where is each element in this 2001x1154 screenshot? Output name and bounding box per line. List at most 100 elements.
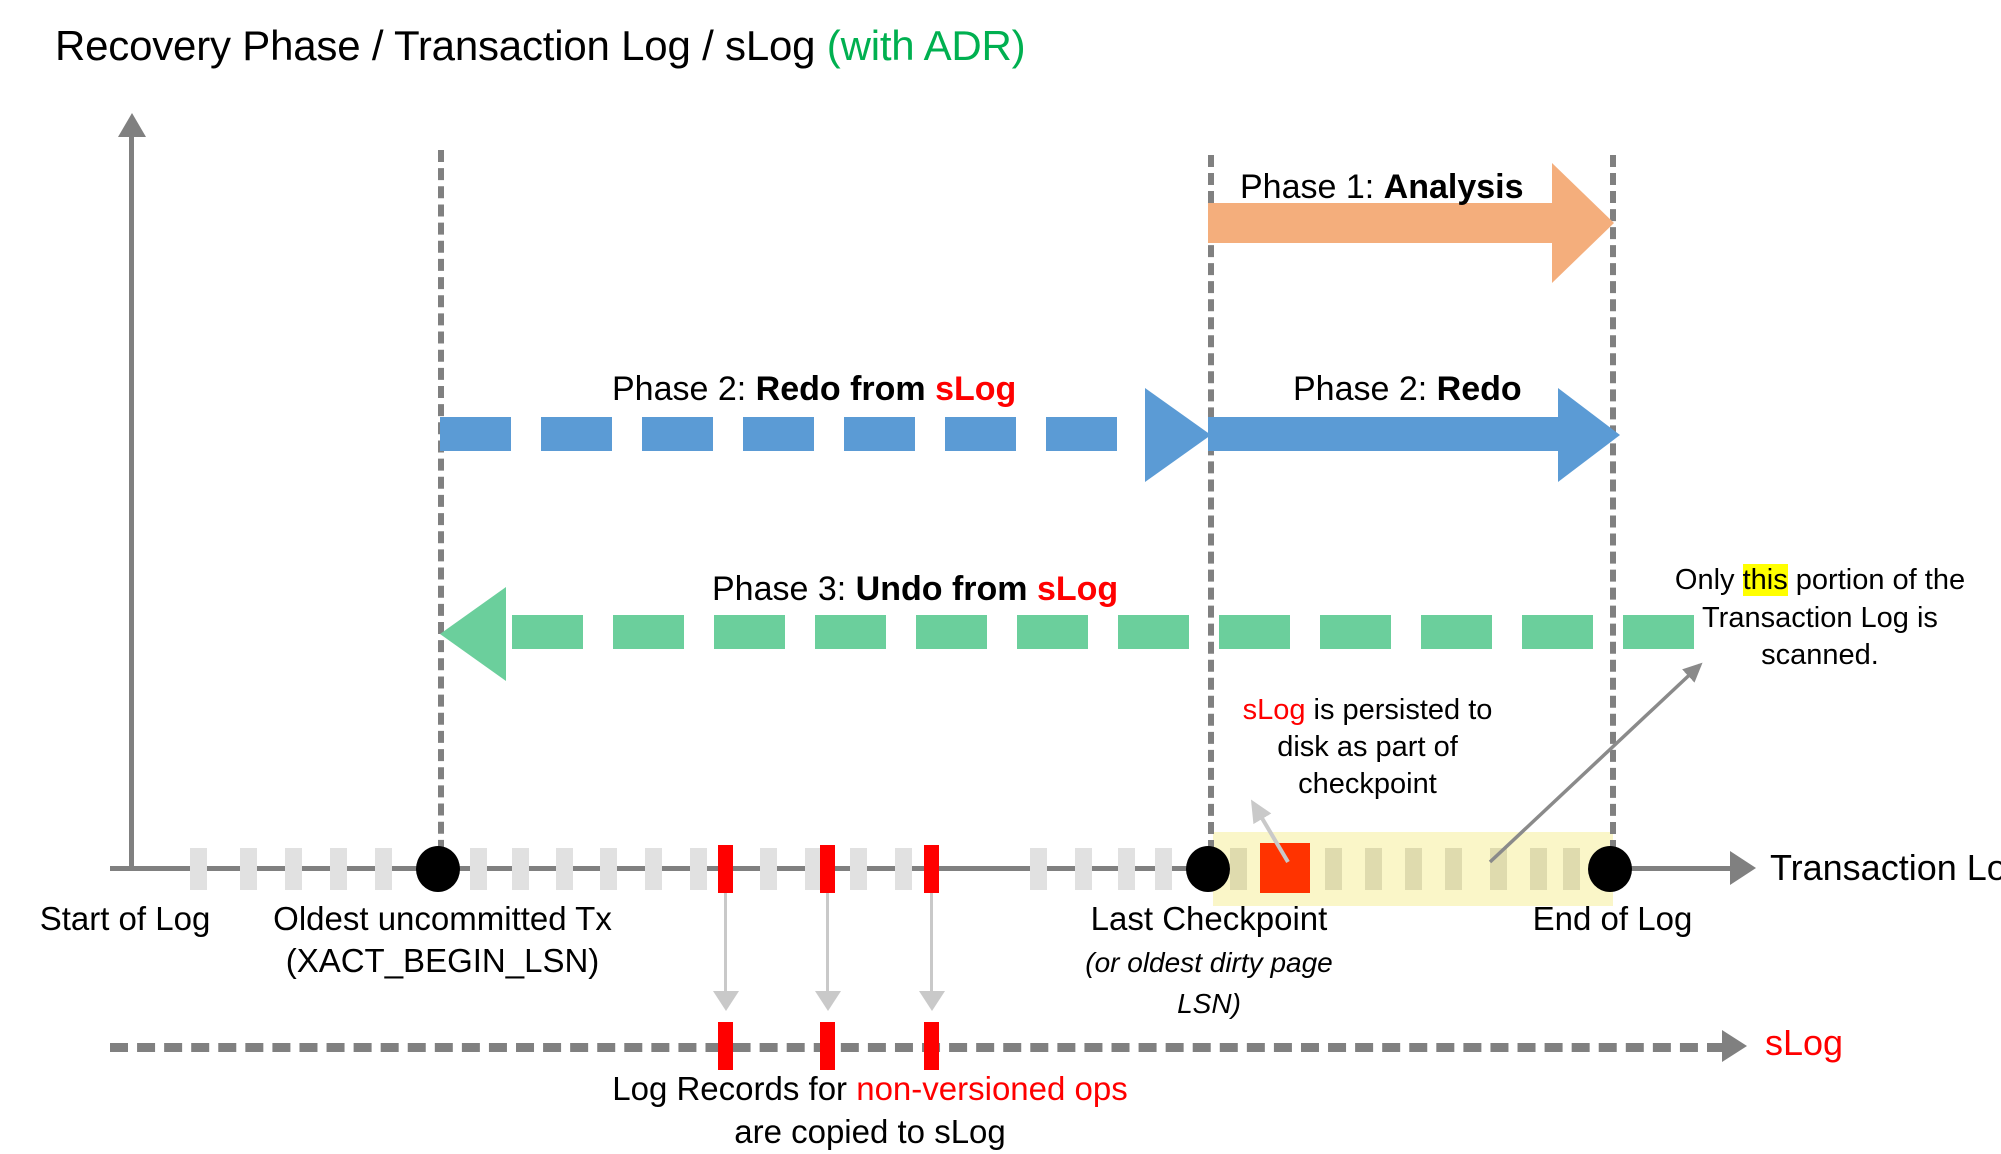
- phase2a-name: Redo: [1436, 370, 1522, 408]
- phase1-prefix: Phase 1:: [1240, 168, 1384, 206]
- divider-oldest-uncommitted-tx: [438, 150, 444, 870]
- slog-copy-connector-line: [826, 893, 829, 993]
- nonversioned-log-record-tick: [718, 845, 733, 893]
- log-record-tick: [895, 848, 912, 890]
- log-record-tick: [1365, 848, 1382, 890]
- marker-end-of-log: [1588, 846, 1632, 892]
- phase2b-prefix: Phase 2:: [612, 370, 756, 408]
- phase3-undo-from-slog-label: Phase 3: Undo from sLog: [712, 570, 1118, 609]
- slog-axis-label: sLog: [1765, 1022, 1844, 1063]
- phase2-dash-segment: [1046, 417, 1117, 451]
- phase1-analysis-label: Phase 1: Analysis: [1240, 168, 1524, 207]
- vertical-axis-arrowhead-icon: [118, 113, 146, 137]
- log-record-tick: [1405, 848, 1422, 890]
- annotation-scan-line2: Transaction Log is scanned.: [1702, 601, 1938, 672]
- phase3-dash-segment: [1522, 615, 1593, 649]
- log-record-tick: [645, 848, 662, 890]
- slog-nonversioned-record-tick: [718, 1022, 733, 1070]
- phase2-redo-from-slog-arrow-shaft: [440, 417, 1140, 451]
- annotation-slog-persisted: sLog is persisted to disk as part of che…: [1225, 692, 1510, 803]
- annotation-scanned-portion: Only this portion of the Transaction Log…: [1645, 562, 1995, 675]
- log-record-tick: [690, 848, 707, 890]
- slog-axis-line: [110, 1043, 1725, 1052]
- phase2a-prefix: Phase 2:: [1293, 370, 1437, 408]
- marker-last-checkpoint: [1186, 846, 1230, 892]
- annotation-scan-post: portion of the: [1787, 564, 1966, 596]
- phase3-emphasis-slog: sLog: [1036, 570, 1119, 608]
- label-end-of-log: End of Log: [1532, 900, 1693, 937]
- caption-slog-copy: Log Records for non-versioned ops are co…: [470, 1068, 1270, 1154]
- log-record-tick: [850, 848, 867, 890]
- annotation-slog-line1: is persisted to: [1305, 694, 1493, 726]
- phase2-redo-arrowhead-icon: [1558, 388, 1620, 482]
- phase3-prefix: Phase 3:: [712, 570, 856, 608]
- phase3-dash-segment: [1320, 615, 1391, 649]
- divider-end-of-log: [1610, 155, 1616, 870]
- slog-nonversioned-record-tick: [924, 1022, 939, 1070]
- transaction-log-arrowhead-icon: [1730, 851, 1756, 885]
- label-checkpoint-title: Last Checkpoint: [1090, 900, 1328, 937]
- log-record-tick: [285, 848, 302, 890]
- label-checkpoint-sub1: (or oldest dirty page: [1085, 946, 1333, 978]
- log-record-tick: [556, 848, 573, 890]
- phase3-undo-from-slog-arrowhead-icon: [440, 587, 506, 681]
- phase3-dash-segment: [714, 615, 785, 649]
- log-record-tick: [600, 848, 617, 890]
- vertical-axis-line: [129, 128, 134, 870]
- phase3-dash-segment: [916, 615, 987, 649]
- slog-copy-connector-arrowhead-icon: [919, 991, 945, 1011]
- slog-copy-connector-line: [724, 893, 727, 993]
- log-record-tick: [190, 848, 207, 890]
- phase2-dash-segment: [743, 417, 814, 451]
- transaction-log-axis-line: [110, 866, 1735, 871]
- slog-copy-connector-line: [930, 893, 933, 993]
- phase3-dash-segment: [1017, 615, 1088, 649]
- label-oldest-uncommitted-tx: Oldest uncommitted Tx (XACT_BEGIN_LSN): [270, 898, 615, 981]
- phase2-dash-segment: [642, 417, 713, 451]
- log-record-tick: [512, 848, 529, 890]
- phase3-dash-segment: [1219, 615, 1290, 649]
- log-record-tick: [1325, 848, 1342, 890]
- phase3-dash-segment: [1623, 615, 1694, 649]
- phase3-dash-segment: [815, 615, 886, 649]
- log-record-tick: [805, 848, 822, 890]
- annotation-scan-pre: Only: [1674, 564, 1743, 596]
- phase3-dash-segment: [1421, 615, 1492, 649]
- log-record-tick: [375, 848, 392, 890]
- phase3-name: Undo from: [855, 570, 1037, 608]
- log-record-tick: [240, 848, 257, 890]
- phase2-dash-segment: [440, 417, 511, 451]
- log-record-tick: [1445, 848, 1462, 890]
- slog-nonversioned-record-tick: [820, 1022, 835, 1070]
- title-main: Recovery Phase / Transaction Log / sLog: [55, 22, 827, 69]
- slog-copy-connector-arrowhead-icon: [815, 991, 841, 1011]
- annotation-scan-highlight: this: [1742, 564, 1788, 596]
- log-record-tick: [1490, 848, 1507, 890]
- transaction-log-axis-label: Transaction Log: [1770, 847, 2001, 888]
- marker-oldest-uncommitted-tx: [416, 846, 460, 892]
- phase3-dash-segment: [512, 615, 583, 649]
- log-record-tick: [1118, 848, 1135, 890]
- annotation-slog-emphasis: sLog: [1242, 694, 1306, 726]
- log-record-tick: [470, 848, 487, 890]
- phase1-analysis-arrow-shaft: [1208, 203, 1558, 243]
- log-record-tick: [1155, 848, 1172, 890]
- annotation-slog-line2: disk as part of: [1277, 731, 1458, 764]
- log-record-tick: [1030, 848, 1047, 890]
- phase2-redo-from-slog-arrowhead-icon: [1145, 388, 1211, 482]
- log-record-tick: [1075, 848, 1092, 890]
- phase2-dash-segment: [541, 417, 612, 451]
- caption-slog-pre: Log Records for: [612, 1070, 857, 1107]
- phase1-analysis-arrowhead-icon: [1552, 163, 1614, 283]
- log-record-tick: [1230, 848, 1247, 890]
- log-record-tick: [330, 848, 347, 890]
- label-oldest-line1: Oldest uncommitted Tx: [273, 900, 612, 937]
- label-start-of-log: Start of Log: [39, 900, 211, 937]
- log-record-tick: [1563, 848, 1580, 890]
- phase2-redo-label: Phase 2: Redo: [1293, 370, 1522, 409]
- page-title: Recovery Phase / Transaction Log / sLog …: [55, 22, 1026, 70]
- log-record-tick: [1530, 848, 1547, 890]
- phase3-dash-segment: [613, 615, 684, 649]
- caption-slog-line2: are copied to sLog: [734, 1112, 1006, 1150]
- divider-last-checkpoint: [1208, 155, 1214, 870]
